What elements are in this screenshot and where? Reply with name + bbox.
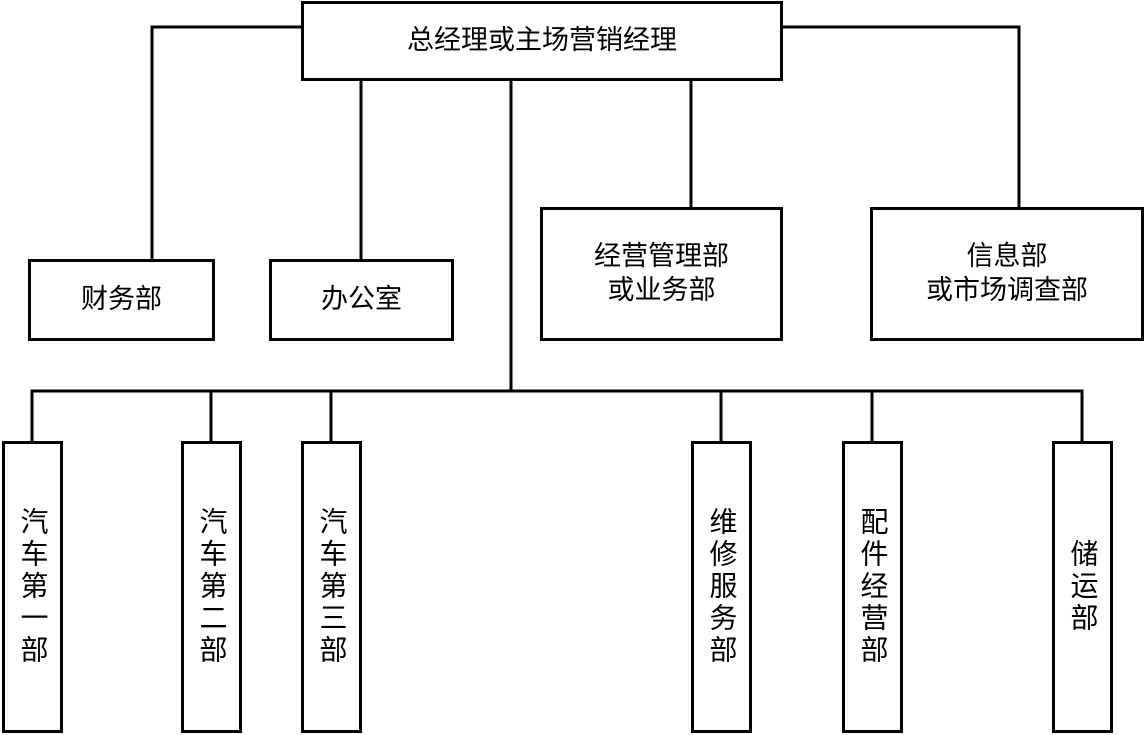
node-operations: 经营管理部 或业务部 xyxy=(540,207,783,341)
node-auto-1: 汽车第一部 xyxy=(2,441,63,733)
operations-label-line-1: 经营管理部 xyxy=(594,241,729,272)
node-auto-2: 汽车第二部 xyxy=(181,441,242,733)
repair-label: 维修服务部 xyxy=(705,507,739,667)
node-auto-3: 汽车第三部 xyxy=(301,441,362,733)
node-office: 办公室 xyxy=(269,259,454,341)
auto-1-label: 汽车第一部 xyxy=(16,507,50,667)
root-node: 总经理或主场营销经理 xyxy=(301,1,783,81)
information-label-line-2: 或市场调查部 xyxy=(926,275,1088,306)
node-storage: 储运部 xyxy=(1052,441,1113,733)
node-finance: 财务部 xyxy=(28,259,215,341)
office-label: 办公室 xyxy=(321,284,402,315)
information-label-line-1: 信息部 xyxy=(966,241,1048,272)
node-parts: 配件经营部 xyxy=(842,441,903,733)
storage-label: 储运部 xyxy=(1066,539,1100,635)
operations-label: 经营管理部 或业务部 xyxy=(594,240,729,308)
node-repair: 维修服务部 xyxy=(691,441,752,733)
parts-label: 配件经营部 xyxy=(856,507,890,667)
auto-2-label: 汽车第二部 xyxy=(195,507,229,667)
finance-label: 财务部 xyxy=(81,284,162,315)
operations-label-line-2: 或业务部 xyxy=(607,275,716,306)
auto-3-label: 汽车第三部 xyxy=(315,507,349,667)
information-label: 信息部 或市场调查部 xyxy=(926,240,1088,308)
root-label: 总经理或主场营销经理 xyxy=(407,25,677,56)
node-information: 信息部 或市场调查部 xyxy=(870,207,1144,341)
